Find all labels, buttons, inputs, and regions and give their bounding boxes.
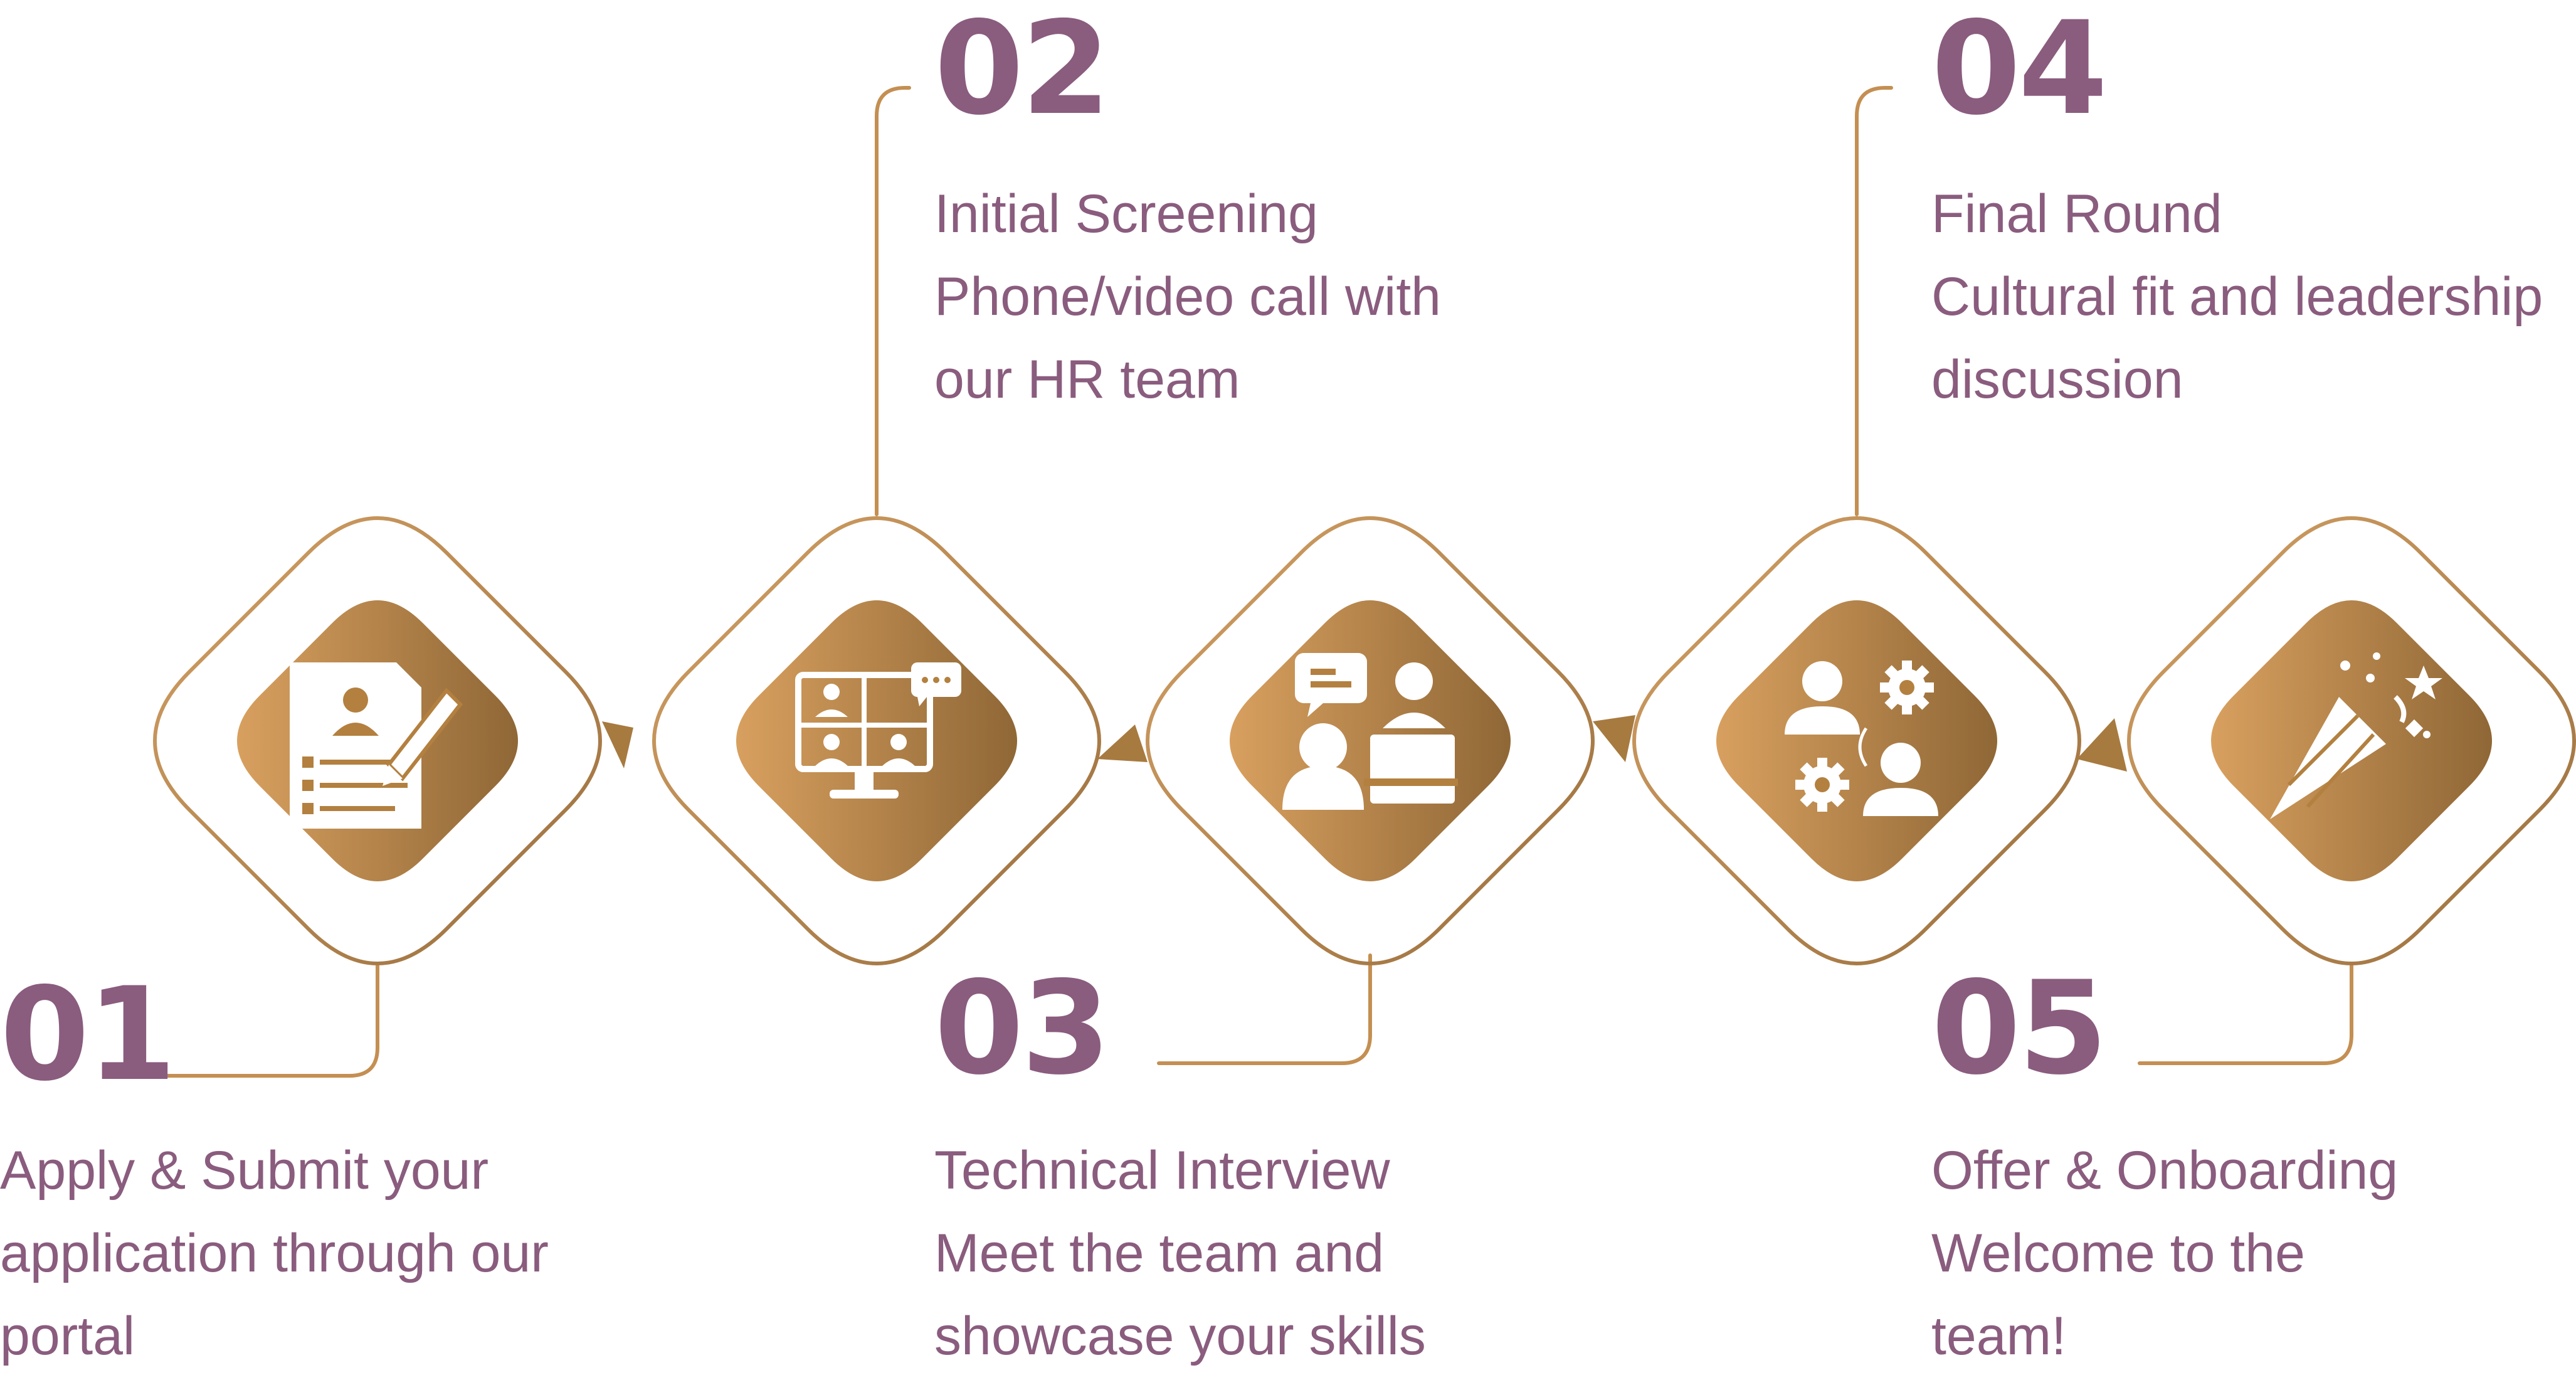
step-03-number: 03 (934, 954, 1111, 1103)
connector-02 (875, 86, 911, 516)
step-04-line-2: discussion (1931, 349, 2183, 410)
step-05-line-1: Welcome to the (1931, 1223, 2305, 1283)
step-03-line-2: showcase your skills (934, 1306, 1426, 1366)
step-05-number: 05 (1931, 954, 2108, 1103)
team-gears-icon (1785, 661, 1938, 816)
connector-03 (1157, 953, 1372, 1065)
step-04-description: Final Round Cultural fit and leadership … (1931, 172, 2543, 421)
step-02-number: 02 (934, 0, 1111, 144)
gear-icon (1880, 661, 1934, 714)
step-01-description: Apply & Submit your application through … (0, 1129, 549, 1377)
step-02-title: Initial Screening (934, 184, 1318, 244)
interview-meeting-icon (1282, 653, 1458, 810)
step-05-line-2: team! (1931, 1306, 2067, 1366)
connector-04 (1855, 86, 1893, 516)
arrow-01-02 (602, 721, 633, 768)
arrow-02-03 (1097, 724, 1148, 762)
step-01-title: Apply & Submit your (0, 1140, 489, 1201)
step-03-title: Technical Interview (934, 1140, 1390, 1201)
step-04-title: Final Round (1931, 184, 2222, 244)
connector-01 (162, 964, 379, 1078)
step-02-line-1: Phone/video call with (934, 267, 1441, 327)
step-01-line-2: portal (0, 1306, 135, 1366)
step-03-description: Technical Interview Meet the team and sh… (934, 1129, 1426, 1377)
step-04-number: 04 (1931, 0, 2108, 144)
step-01-line-1: application through our (0, 1223, 549, 1283)
step-01-outer-frame (153, 516, 602, 965)
step-03-line-1: Meet the team and (934, 1223, 1385, 1283)
gear-icon (1795, 758, 1849, 812)
step-02-line-2: our HR team (934, 349, 1240, 410)
connector-05 (2138, 964, 2353, 1065)
document-form-icon (290, 662, 463, 829)
step-04-diamond (1632, 516, 2081, 965)
arrow-04-05 (2077, 718, 2127, 772)
party-popper-icon (2270, 652, 2442, 819)
step-05-description: Offer & Onboarding Welcome to the team! (1931, 1129, 2398, 1377)
step-02-diamond (652, 516, 1101, 965)
step-05-title: Offer & Onboarding (1931, 1140, 2399, 1201)
video-call-icon (795, 662, 961, 799)
arrow-03-04 (1593, 715, 1635, 762)
step-01-number: 01 (0, 960, 176, 1110)
step-02-description: Initial Screening Phone/video call with … (934, 172, 1441, 421)
step-04-line-1: Cultural fit and leadership (1931, 267, 2543, 327)
